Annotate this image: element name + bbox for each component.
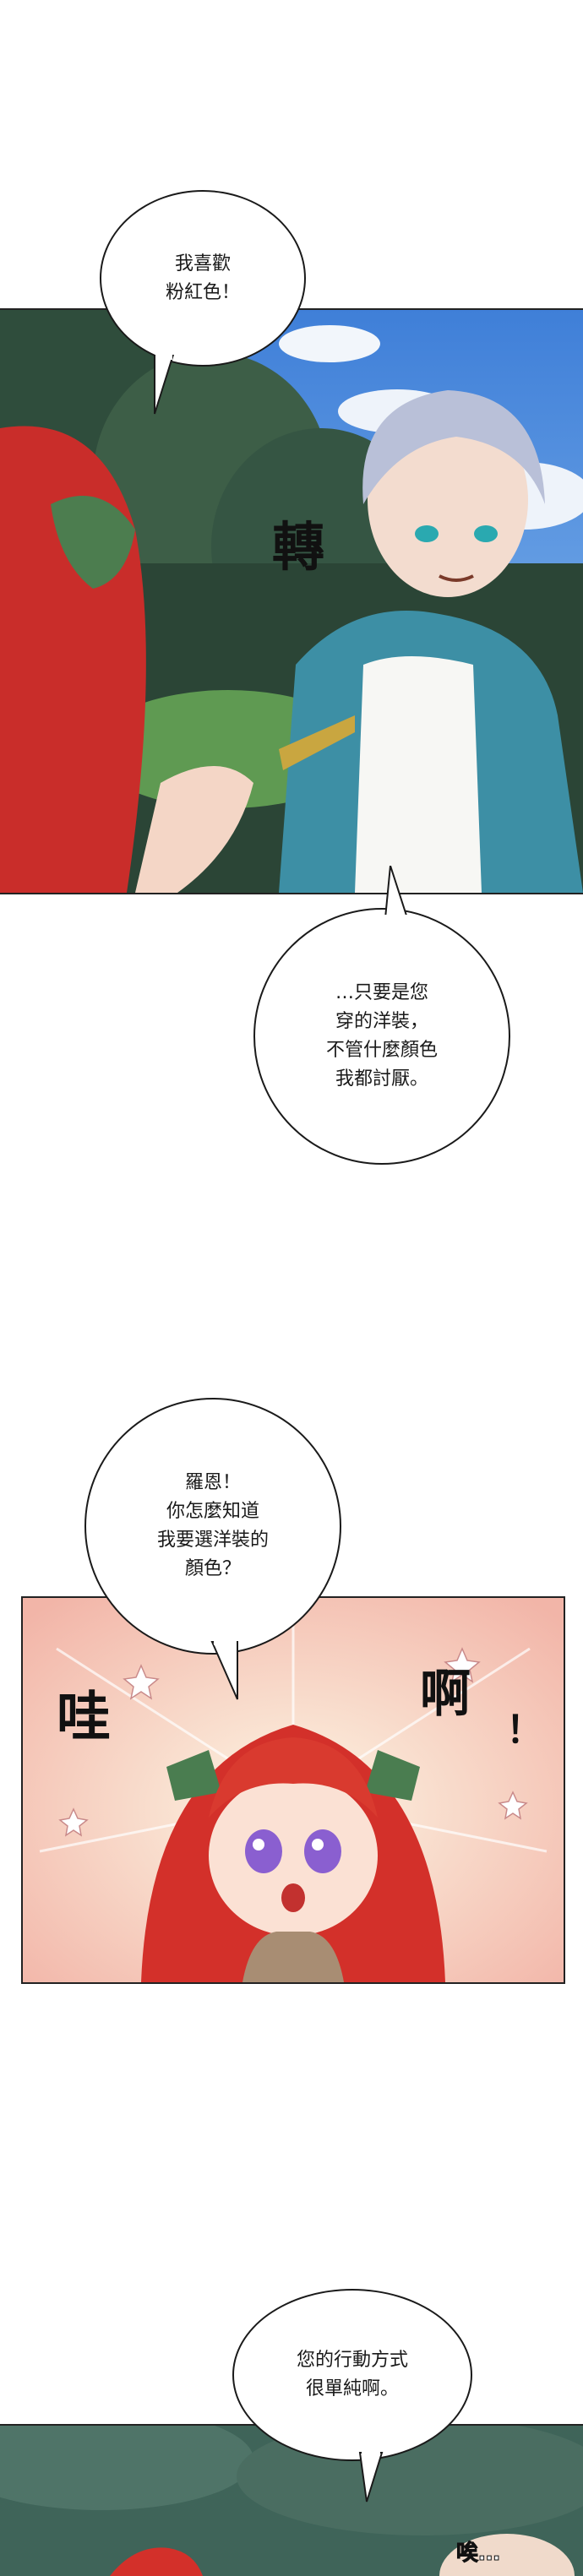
surprised-girl-illustration (23, 1598, 564, 1982)
forest-illustration (0, 310, 583, 893)
bubble-2-tail (384, 866, 409, 923)
speech-bubble-3: 羅恩！ 你怎麼知道 我要選洋裝的 顏色？ (84, 1398, 341, 1655)
bubble-3-line-2: 你怎麼知道 (166, 1501, 259, 1522)
sfx-wow-2: 啊 (420, 1665, 471, 1724)
panel-forest: 轉 (0, 308, 583, 894)
sfx-wow-mark: ！ (506, 1709, 543, 1752)
bubble-2-line-1: …只要是您 (335, 982, 428, 1003)
bottom-scene-illustration (0, 2426, 583, 2576)
speech-bubble-4: 您的行動方式 很單純啊。 (232, 2289, 472, 2461)
panel-surprised-girl: 哇 啊 ！ (21, 1596, 565, 1984)
panel-bottom-scene: 唉… (0, 2424, 583, 2576)
bubble-3-line-3: 我要選洋裝的 (156, 1530, 269, 1551)
bubble-4-line-2: 很單純啊。 (305, 2378, 399, 2399)
bubble-3-line-4: 顏色？ (184, 1558, 241, 1579)
speech-bubble-1: 我喜歡 粉紅色！ (100, 190, 306, 367)
bubble-1-line-2: 粉紅色！ (165, 281, 240, 303)
sfx-wow-1: 哇 (57, 1687, 111, 1749)
bubble-4-tail (358, 2449, 384, 2503)
bubble-3-tail (210, 1639, 238, 1700)
bubble-3-line-1: 羅恩！ (184, 1472, 241, 1493)
bubble-4-line-1: 您的行動方式 (296, 2350, 408, 2371)
bubble-2-line-2: 穿的洋裝， (335, 1011, 428, 1032)
bubble-2-line-3: 不管什麼顏色 (325, 1040, 438, 1061)
sfx-hmph: 唉… (455, 2541, 501, 2567)
bubble-2-line-4: 我都討厭。 (335, 1068, 428, 1090)
bubble-1-tail (154, 355, 175, 415)
sfx-turn: 轉 (272, 516, 325, 578)
speech-bubble-2: …只要是您 穿的洋裝， 不管什麼顏色 我都討厭。 (253, 908, 510, 1165)
bubble-1-line-1: 我喜歡 (174, 253, 231, 274)
